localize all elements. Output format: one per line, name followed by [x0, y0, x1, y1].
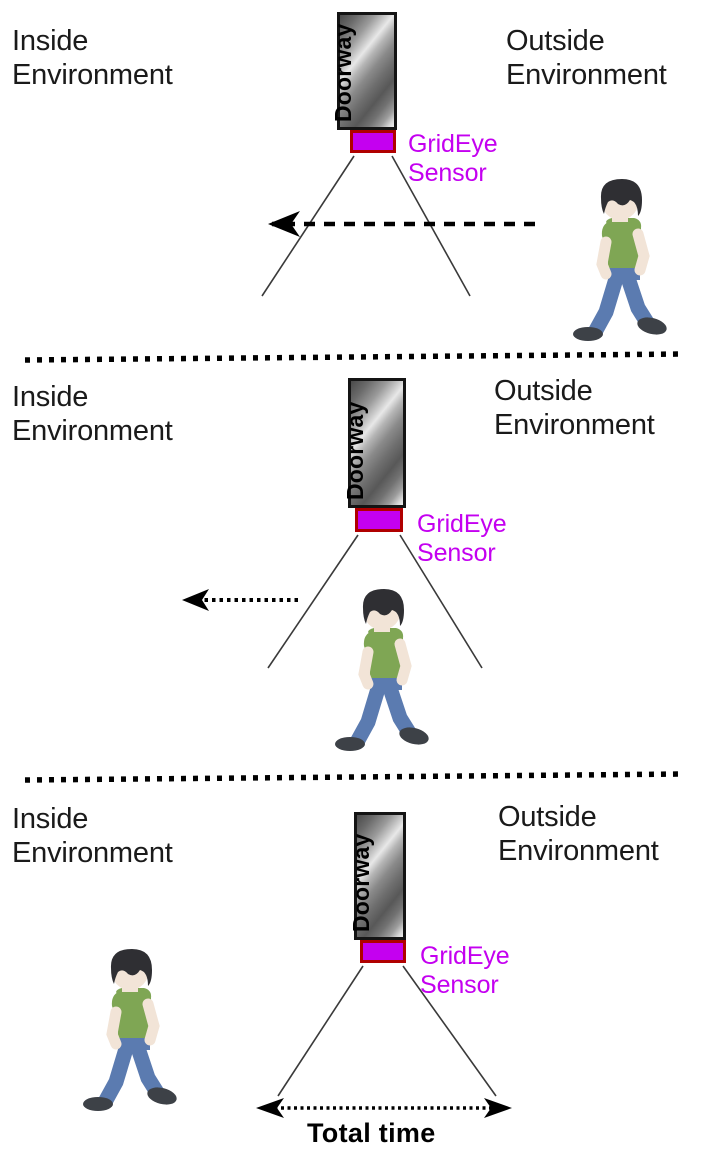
grideye-sensor-box [355, 508, 403, 532]
panel-approaching: Inside Environment Outside Environment D… [0, 0, 704, 358]
sensor-field-of-view [277, 965, 497, 1097]
sensor-field-of-view [267, 534, 483, 669]
total-time-label: Total time [307, 1118, 436, 1148]
panel-separator-2 [24, 771, 685, 783]
doorway-body [337, 12, 397, 130]
person-walking-icon [573, 179, 667, 341]
motion-arrow-left [268, 211, 535, 237]
doorway-body [354, 812, 406, 940]
motion-arrow-left [182, 589, 298, 611]
inside-environment-label: Inside Environment [12, 25, 173, 91]
doorway-body [348, 378, 406, 508]
inside-environment-label: Inside Environment [12, 803, 173, 869]
outside-environment-label: Outside Environment [498, 801, 659, 867]
grideye-sensor-box [360, 940, 406, 963]
person-walking-icon [335, 589, 429, 751]
grideye-sensor-label: GridEye Sensor [420, 942, 510, 999]
outside-environment-label: Outside Environment [494, 375, 655, 441]
grideye-sensor-label: GridEye Sensor [408, 130, 498, 187]
outside-environment-label: Outside Environment [506, 25, 667, 91]
panel-inside: Inside Environment Outside Environment D… [0, 776, 704, 1157]
panel-crossing: Inside Environment Outside Environment D… [0, 358, 704, 776]
grideye-sensor-box [350, 130, 396, 153]
total-time-measure [256, 1098, 512, 1118]
panel-separator-1 [24, 351, 685, 363]
grideye-sensor-label: GridEye Sensor [417, 510, 507, 567]
inside-environment-label: Inside Environment [12, 381, 173, 447]
person-walking-icon [83, 949, 177, 1111]
